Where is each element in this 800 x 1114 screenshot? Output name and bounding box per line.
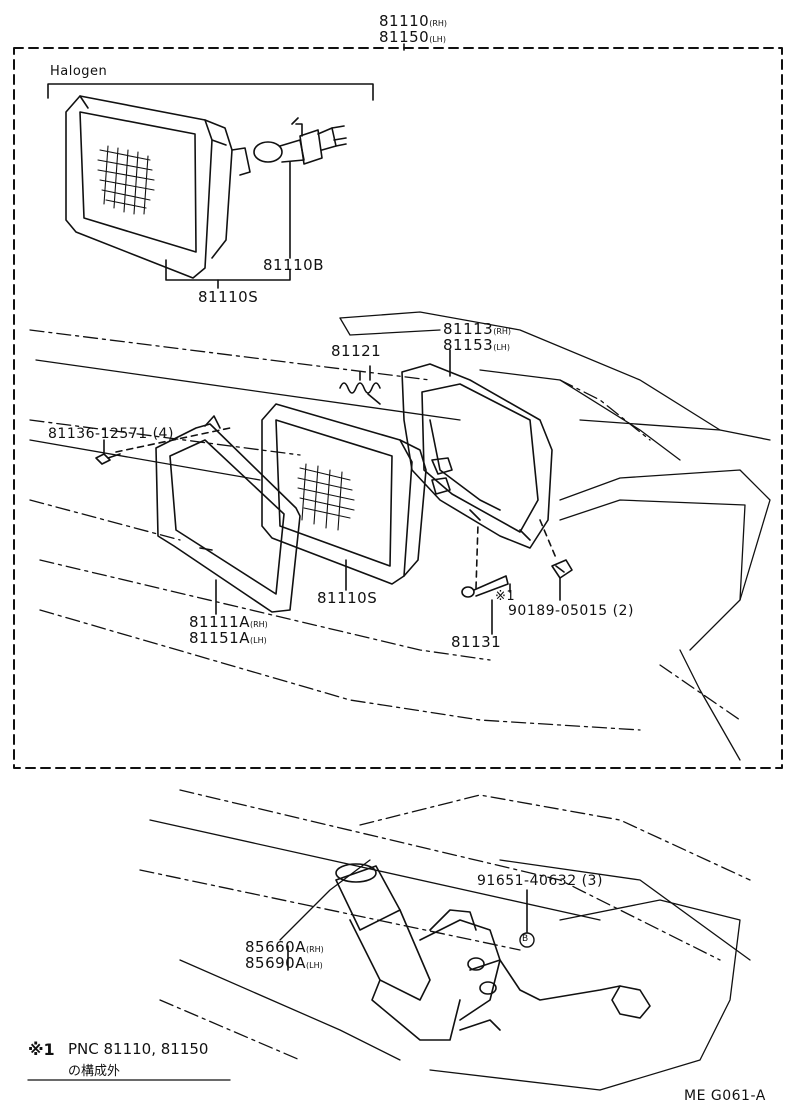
spring-81121 [339,371,381,394]
bolt-ref-letter: B [522,934,529,944]
housing-lh-label: 81153(LH) [443,338,510,355]
part-number-lh: 81150(LH) [379,30,446,47]
nut-90189 [551,559,573,579]
side-suffix: (LH) [305,961,323,970]
motor-rh-label: 85660A(RH) [245,940,324,957]
side-suffix: (RH) [429,19,448,28]
nut-part-number: 90189-05015 (2) [508,603,634,619]
assembly-bracket [165,259,291,281]
part-number: 85660A [245,938,306,956]
bolt-part-number: 91651-40632 (3) [477,873,603,889]
bulb-part-number: 81110B [263,256,325,274]
drawing-code: ME G061-A [684,1088,766,1104]
adjusting-screw [461,575,509,598]
halogen-bulb [253,117,347,165]
footnote-line-2: の構成外 [68,1064,121,1079]
adjust-screw-part-number: 81131 [451,633,502,651]
part-number: 85690A [245,954,306,972]
footnote-line-1: PNC 81110, 81150 [68,1040,209,1058]
part-number-rh: 81110(RH) [379,14,447,31]
footnote-mark: ※1 [28,1040,55,1059]
halogen-title: Halogen [50,64,108,79]
bezel-lh-label: 81151A(LH) [189,631,267,648]
note-mark-1: ※1 [495,589,516,604]
assembly-boundary [13,47,783,769]
halogen-bracket [47,83,374,101]
side-suffix: (LH) [493,343,510,352]
part-number: 81113 [443,320,494,338]
lamp-unit-part-number: 81110S [317,589,378,607]
housing-81113 [401,363,553,549]
part-number: 81111A [189,613,250,631]
motor-lh-label: 85690A(LH) [245,956,323,973]
screw-part-number: 81136-12571 (4) [48,426,174,442]
retractor-motor [335,863,651,1041]
part-number: 81153 [443,336,494,354]
halogen-assembly-part-number: 81110S [198,288,259,306]
part-number: 81150 [379,28,430,46]
side-suffix: (LH) [429,35,446,44]
side-suffix: (RH) [493,327,512,336]
side-suffix: (RH) [305,945,324,954]
bezel-81111A [155,415,301,613]
part-number: 81110 [379,12,430,30]
housing-rh-label: 81113(RH) [443,322,511,339]
bolt-ref-circle [519,932,535,948]
halogen-lamp [65,95,251,279]
sealed-beam-lamp [261,403,427,585]
side-suffix: (RH) [249,620,268,629]
bezel-rh-label: 81111A(RH) [189,615,268,632]
lower-body-lines [139,789,751,1091]
part-number: 81151A [189,629,250,647]
side-suffix: (LH) [249,636,267,645]
spring-part-number: 81121 [331,342,382,360]
screw-81136 [95,439,121,465]
vehicle-body-lines [29,311,771,761]
